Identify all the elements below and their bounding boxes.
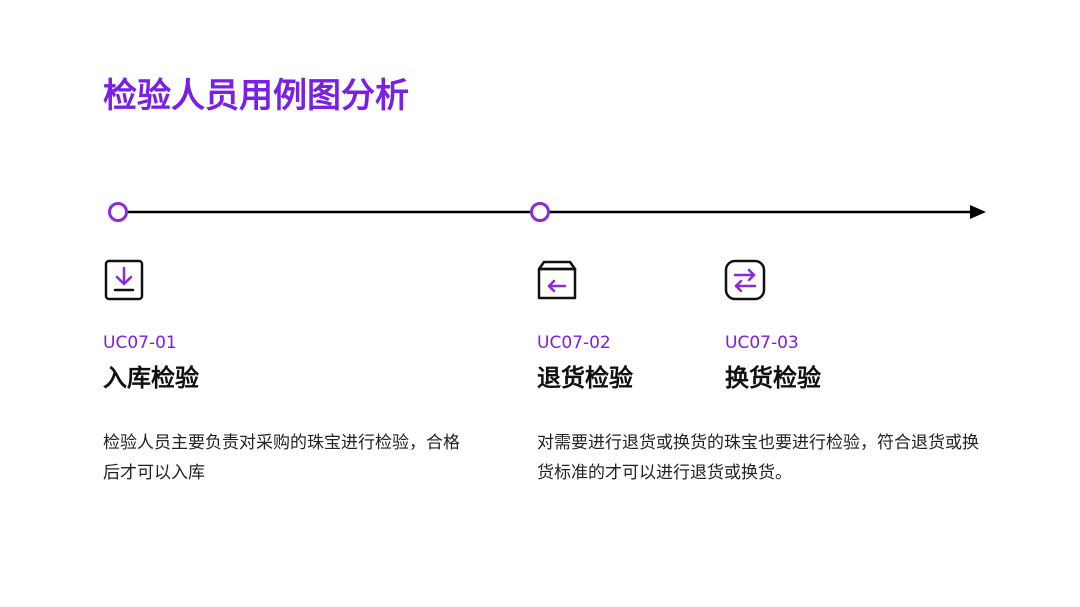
item-code-2: UC07-02 <box>537 333 611 353</box>
item-code-3: UC07-03 <box>725 333 799 353</box>
item-heading-3: 换货检验 <box>725 364 821 392</box>
box-return-icon <box>536 259 578 301</box>
item-heading-1: 入库检验 <box>103 364 199 392</box>
download-tray-icon <box>104 259 146 301</box>
timeline-node-1 <box>108 202 128 222</box>
timeline-node-2 <box>530 202 550 222</box>
item-code-1: UC07-01 <box>103 333 177 353</box>
exchange-arrows-icon <box>724 259 766 301</box>
item-heading-2: 退货检验 <box>537 364 633 392</box>
timeline-arrow-icon <box>970 205 986 219</box>
page-title: 检验人员用例图分析 <box>103 76 409 116</box>
item-description-2: 对需要进行退货或换货的珠宝也要进行检验，符合退货或换货标准的才可以进行退货或换货… <box>537 433 979 483</box>
item-description-1: 检验人员主要负责对采购的珠宝进行检验，合格后才可以入库 <box>103 433 460 483</box>
